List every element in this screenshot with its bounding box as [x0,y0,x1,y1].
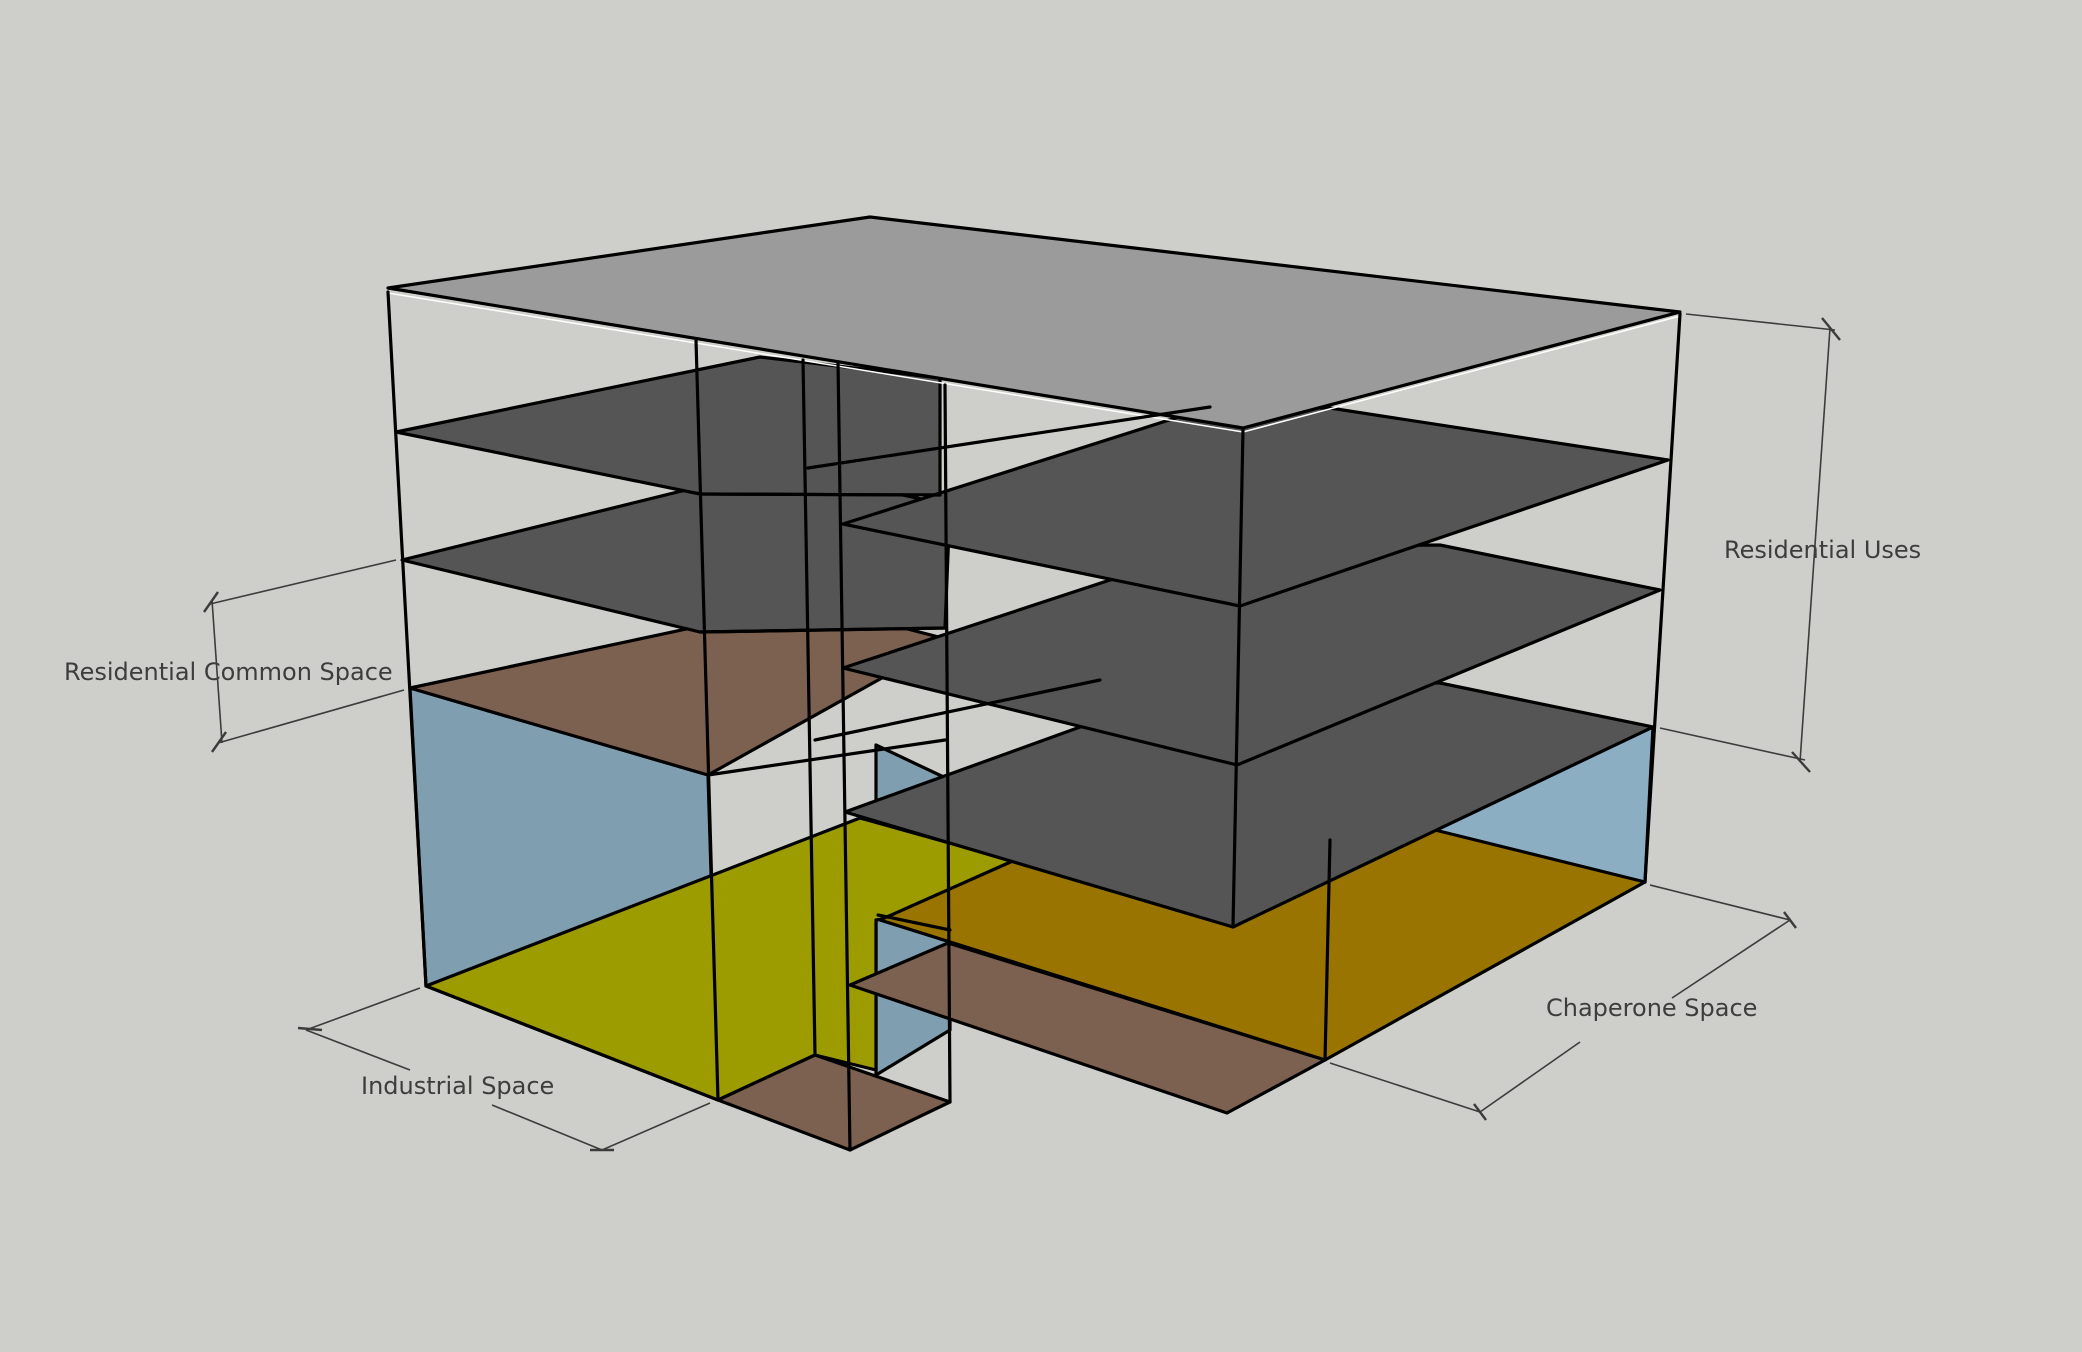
dim-industrial-space [297,987,711,1152]
dim-residential-common-space [203,559,405,753]
structural-edges [386,290,1682,1152]
label-chaperone-space: Chaperone Space [1546,994,1757,1022]
dim-residential-uses [1659,313,1841,773]
dim-chaperone-space [1329,884,1797,1121]
label-residential-common-space: Residential Common Space [64,658,393,686]
label-industrial-space: Industrial Space [361,1072,554,1100]
residential-floor-left-1 [394,355,942,497]
roof [386,215,1682,430]
residential-floor-right-1 [841,405,1670,608]
label-residential-uses: Residential Uses [1724,536,1921,564]
